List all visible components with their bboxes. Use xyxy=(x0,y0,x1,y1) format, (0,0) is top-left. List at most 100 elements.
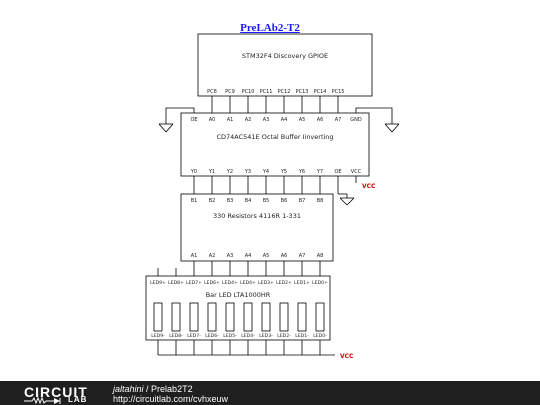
buffer-top-pin-2: A1 xyxy=(227,117,234,123)
ledbar-label: Bar LED LTA1000HR xyxy=(206,291,271,299)
ledbar-top-pin-4: LED4+ xyxy=(222,280,238,286)
ledbar-top-pin-2: LED7+ xyxy=(186,280,202,286)
resistor-bottom-pin-4: A5 xyxy=(263,253,270,259)
resistor-top-pin-7: B8 xyxy=(317,198,324,204)
buffer-top-pin-0: OE xyxy=(190,117,197,123)
ground-left-icon xyxy=(158,123,174,133)
project-name[interactable]: Prelab2T2 xyxy=(151,384,193,394)
buffer-bottom-pin-7: Y7 xyxy=(316,169,323,175)
buffer-top-pin-1: A0 xyxy=(209,117,216,123)
resistor-top-pin-5: B6 xyxy=(281,198,288,204)
ledbar-top-pin-1: LED8+ xyxy=(168,280,184,286)
resistor-bottom-pins: A1 A2 A3 A4 A5 A6 A7 A8 xyxy=(191,253,324,259)
stm32-pin-0: PC8 xyxy=(207,89,217,95)
vcc-label-buffer: VCC xyxy=(362,183,376,190)
buffer-bottom-pin-6: Y6 xyxy=(298,169,305,175)
stm32-pin-1: PC9 xyxy=(225,89,235,95)
resistor-bottom-pin-1: A2 xyxy=(209,253,216,259)
resistor-box xyxy=(180,193,334,262)
buffer-label: CD74AC541E Octal Buffer Iinverting xyxy=(216,133,333,141)
resistor-top-pins: B1 B2 B3 B4 B5 B6 B7 B8 xyxy=(191,198,324,204)
buffer-top-pin-8: A7 xyxy=(335,117,342,123)
ledbar-top-pin-0: LED9+ xyxy=(150,280,166,286)
stm32-pins: PC8 PC9 PC10 PC11 PC12 PC13 PC14 PC15 xyxy=(207,89,344,95)
buffer-bottom-pin-0: Y0 xyxy=(190,169,197,175)
oe-ground-wire xyxy=(165,107,195,124)
buffer-bottom-pin-9: VCC xyxy=(351,169,362,175)
ledbar-bottom-pin-0: LED9- xyxy=(151,333,165,339)
schematic-drawing: STM32F4 Discovery GPIOE PC8PC9PC10PC11PC… xyxy=(145,33,400,360)
author-name[interactable]: jaltahini xyxy=(113,384,144,394)
footer-bar xyxy=(0,381,540,405)
ledbar-bottom-pin-1: LED8- xyxy=(169,333,183,339)
resistor-top-pin-4: B5 xyxy=(263,198,270,204)
author-separator: / xyxy=(143,384,152,394)
buffer-top-pin-4: A3 xyxy=(263,117,270,123)
ledbar-top-pin-3: LED6+ xyxy=(204,280,220,286)
ledbar-top-pin-9: LED0+ xyxy=(312,280,328,286)
author-line: jaltahini / Prelab2T2 xyxy=(113,384,193,394)
resistor-top-pin-1: B2 xyxy=(209,198,216,204)
ledbar-top-pin-5: LED4+ xyxy=(240,280,256,286)
buffer-top-pin-6: A5 xyxy=(299,117,306,123)
buffer-resistor-wires xyxy=(193,176,321,194)
ledbar-bottom-pins: LED9- LED8- LED7- LED6- LED5- LED4- LED3- LED2-… xyxy=(151,333,327,339)
buffer-bottom-pins: Y0 Y1 Y2 Y3 Y4 Y5 Y6 Y7 OE VCC xyxy=(190,169,362,175)
buffer-bottom-pin-1: Y1 xyxy=(208,169,215,175)
stm32-pin-5: PC13 xyxy=(296,89,309,95)
ledbar-bottom-pin-3: LED6- xyxy=(205,333,219,339)
ledbar-top-pin-8: LED1+ xyxy=(294,280,310,286)
resistor-bottom-pin-3: A4 xyxy=(245,253,252,259)
stm32-buffer-wires xyxy=(211,96,339,113)
resistor-bottom-pin-2: A3 xyxy=(227,253,234,259)
ledbar-bottom-pin-8: LED1- xyxy=(295,333,309,339)
ledbar-bottom-pin-4: LED5- xyxy=(223,333,237,339)
buffer-bottom-pin-4: Y4 xyxy=(262,169,269,175)
resistor-top-pin-3: B4 xyxy=(245,198,252,204)
resistor-top-pin-2: B3 xyxy=(227,198,234,204)
led-segments xyxy=(153,302,325,332)
stm32-pin-3: PC11 xyxy=(260,89,273,95)
stm32-pin-2: PC10 xyxy=(242,89,255,95)
stm32-pin-6: PC14 xyxy=(314,89,327,95)
resistor-bottom-pin-6: A7 xyxy=(299,253,306,259)
resistor-bottom-pin-5: A6 xyxy=(281,253,288,259)
logo-wave-icon xyxy=(24,397,61,404)
buffer-box xyxy=(180,112,370,177)
stm32-pin-4: PC12 xyxy=(278,89,291,95)
ledbar-box xyxy=(145,275,331,341)
logo-lab-text: LAB xyxy=(68,395,88,404)
buffer-bottom-pin-8: OE xyxy=(334,169,341,175)
stm32-box xyxy=(197,33,373,97)
ledbar-top-pin-7: LED2+ xyxy=(276,280,292,286)
ground-right-icon xyxy=(384,123,400,133)
ledbar-bottom-pin-2: LED7- xyxy=(187,333,201,339)
resistor-led-wires xyxy=(193,261,321,276)
circuitlab-logo[interactable]: CIRCUIT xyxy=(24,384,88,400)
buffer-top-pin-3: A2 xyxy=(245,117,252,123)
buffer-top-pin-7: A6 xyxy=(317,117,324,123)
buffer-bottom-pin-2: Y2 xyxy=(226,169,233,175)
gnd-ground-wire xyxy=(355,107,393,124)
buffer-bottom-pin-5: Y5 xyxy=(280,169,287,175)
ledbar-bottom-pin-6: LED3- xyxy=(259,333,273,339)
resistor-label: 330 Resistors 4116R 1-331 xyxy=(213,212,301,220)
schematic-title[interactable]: PreLAb2-T2 xyxy=(240,22,300,34)
resistor-top-pin-6: B7 xyxy=(299,198,306,204)
stm32-pin-7: PC15 xyxy=(332,89,345,95)
ledbar-bottom-pin-7: LED2- xyxy=(277,333,291,339)
resistor-bottom-pin-7: A8 xyxy=(317,253,324,259)
resistor-top-pin-0: B1 xyxy=(191,198,198,204)
buffer-bottom-pin-3: Y3 xyxy=(244,169,251,175)
stm32-label: STM32F4 Discovery GPIOE xyxy=(242,52,328,60)
ledbar-bottom-pin-9: LED0- xyxy=(313,333,327,339)
ledbar-top-pin-6: LED3+ xyxy=(258,280,274,286)
vcc-label-led: VCC xyxy=(340,353,354,360)
buffer-top-pin-5: A4 xyxy=(281,117,288,123)
resistor-bottom-pin-0: A1 xyxy=(191,253,198,259)
ledbar-bottom-pin-5: LED4- xyxy=(241,333,255,339)
led-bottom-wires xyxy=(157,340,335,356)
project-url[interactable]: http://circuitlab.com/cvhxeuw xyxy=(113,394,229,404)
